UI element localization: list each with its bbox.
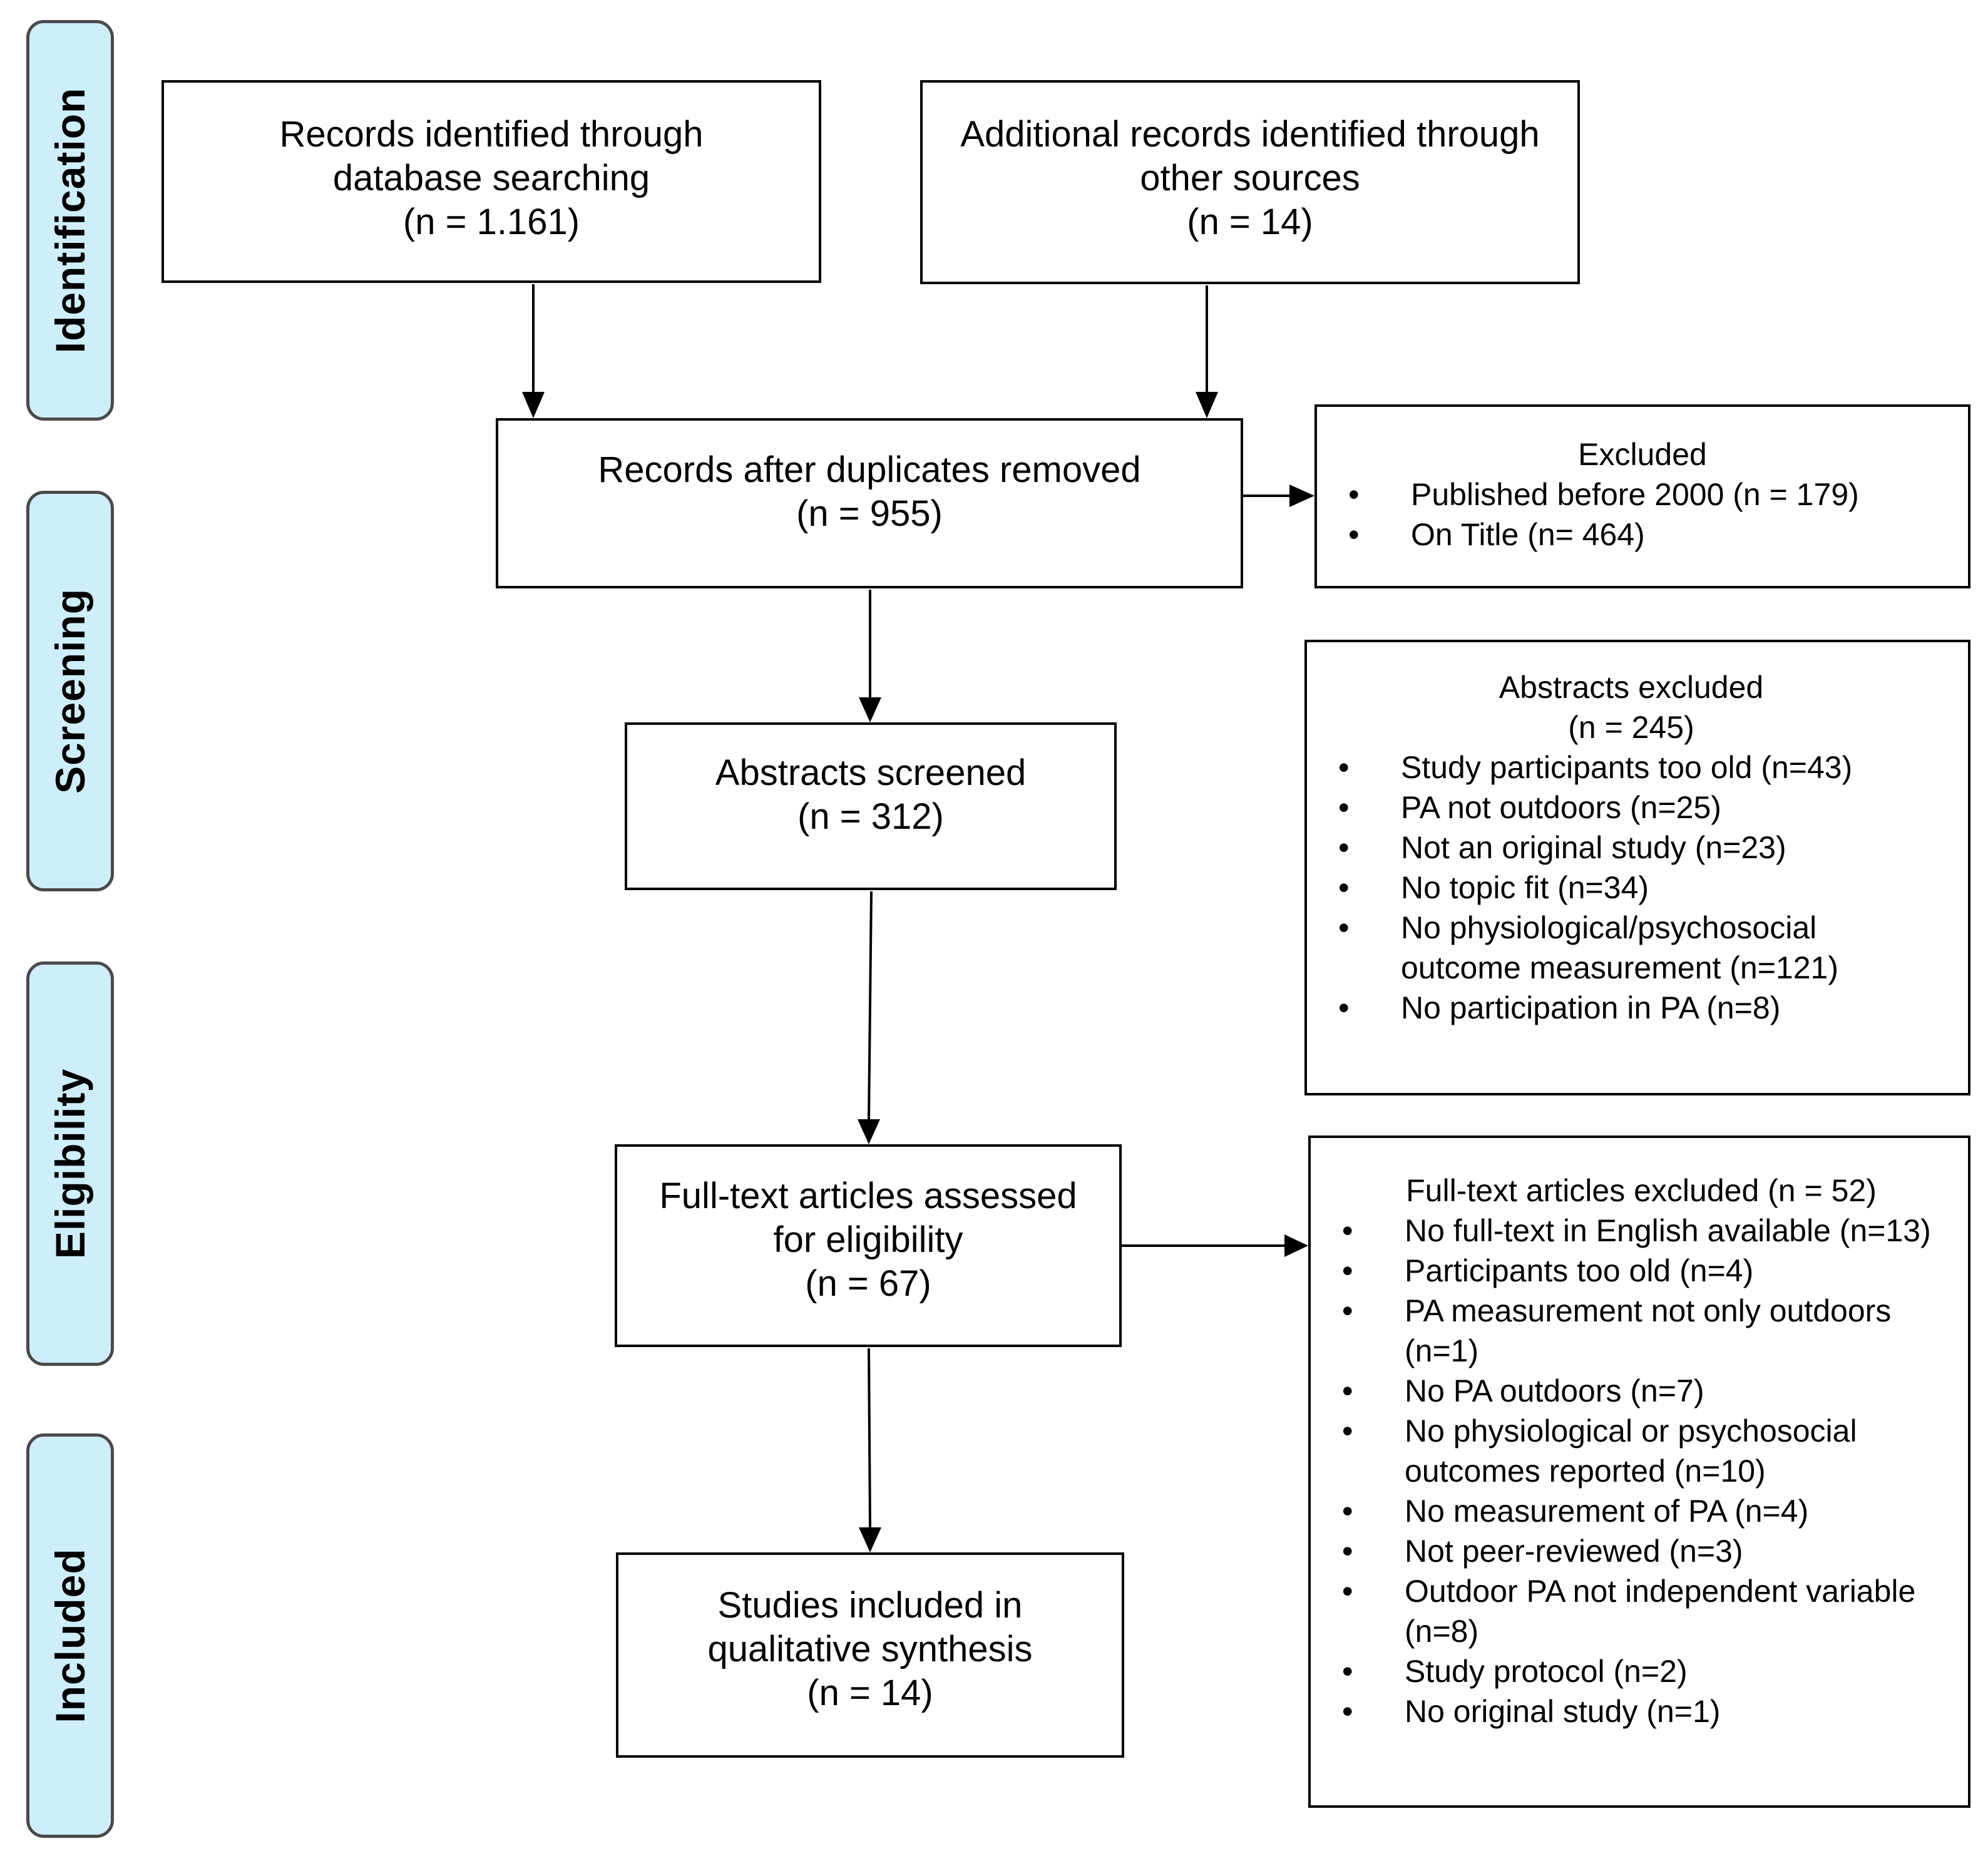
list-item: No topic fit (n=34): [1332, 868, 1930, 908]
database-records-box: Records identified through database sear…: [161, 80, 821, 283]
other-records-line2: other sources: [1140, 158, 1360, 198]
studies-included-line1: Studies included in: [717, 1585, 1023, 1626]
list-item: Outdoor PA not independent variable (n=8…: [1336, 1571, 1947, 1651]
list-item: Not an original study (n=23): [1332, 828, 1930, 868]
abstracts-excluded-list: Study participants too old (n=43) PA not…: [1332, 747, 1930, 1028]
arrowhead-other: [1196, 392, 1218, 418]
stage-screening: Screening: [26, 491, 114, 891]
stage-included-label: Included: [47, 1548, 93, 1723]
fulltext-excluded-list: No full-text in English available (n=13)…: [1336, 1211, 1947, 1731]
stage-included: Included: [26, 1433, 114, 1838]
arrowhead-database: [522, 392, 545, 418]
studies-included-line2: qualitative synthesis: [707, 1629, 1033, 1669]
list-item: No physiological/psychosocial outcome me…: [1332, 908, 1930, 988]
list-item: Study participants too old (n=43): [1332, 747, 1930, 787]
abstracts-screened-count: (n = 312): [797, 796, 944, 837]
list-item: PA not outdoors (n=25): [1332, 787, 1930, 828]
abstracts-screened-box: Abstracts screened (n = 312): [625, 722, 1117, 890]
other-records-box: Additional records identified through ot…: [920, 80, 1580, 284]
database-records-line2: database searching: [332, 158, 650, 198]
database-records-count: (n = 1.161): [402, 202, 580, 242]
list-item: On Title (n= 464): [1342, 515, 1943, 555]
arrow-fulltext-to-included: [868, 1348, 871, 1528]
stage-eligibility-label: Eligibility: [47, 1068, 93, 1259]
list-item: Published before 2000 (n = 179): [1342, 474, 1943, 515]
list-item: Study protocol (n=2): [1336, 1651, 1947, 1691]
arrowhead-fulltext-excluded: [1284, 1234, 1308, 1257]
fulltext-excluded-title: Full-text articles excluded (n = 52): [1406, 1173, 1877, 1208]
excluded-list: Published before 2000 (n = 179) On Title…: [1342, 474, 1943, 555]
list-item: Participants too old (n=4): [1336, 1251, 1947, 1291]
abstracts-excluded-box: Abstracts excluded (n = 245) Study parti…: [1304, 640, 1970, 1095]
after-duplicates-box: Records after duplicates removed (n = 95…: [496, 418, 1243, 588]
list-item: PA measurement not only outdoors (n=1): [1336, 1291, 1947, 1371]
abstracts-excluded-title: Abstracts excluded: [1499, 670, 1764, 705]
fulltext-assessed-line2: for eligibility: [773, 1219, 963, 1260]
fulltext-excluded-box: Full-text articles excluded (n = 52) No …: [1308, 1136, 1970, 1808]
fulltext-assessed-line1: Full-text articles assessed: [659, 1176, 1077, 1216]
stage-screening-label: Screening: [47, 588, 93, 794]
stage-identification-label: Identification: [47, 87, 93, 354]
stage-identification: Identification: [26, 20, 114, 421]
studies-included-count: (n = 14): [807, 1673, 933, 1713]
other-records-line1: Additional records identified through: [960, 114, 1540, 155]
fulltext-assessed-box: Full-text articles assessed for eligibil…: [615, 1144, 1122, 1347]
list-item: No original study (n=1): [1336, 1691, 1947, 1731]
arrow-abstracts-to-fulltext: [868, 891, 873, 1120]
arrowhead-excluded: [1289, 485, 1314, 507]
list-item: No full-text in English available (n=13): [1336, 1211, 1947, 1251]
list-item: No physiological or psychosocial outcome…: [1336, 1411, 1947, 1491]
after-duplicates-count: (n = 955): [796, 493, 943, 534]
list-item: No participation in PA (n=8): [1332, 988, 1930, 1028]
list-item: No measurement of PA (n=4): [1336, 1491, 1947, 1531]
list-item: No PA outdoors (n=7): [1336, 1371, 1947, 1411]
other-records-count: (n = 14): [1187, 202, 1313, 242]
studies-included-box: Studies included in qualitative synthesi…: [616, 1552, 1124, 1758]
stage-eligibility: Eligibility: [26, 961, 114, 1366]
database-records-line1: Records identified through: [279, 114, 704, 155]
abstracts-excluded-count: (n = 245): [1568, 710, 1694, 745]
arrowhead-included: [859, 1527, 881, 1552]
excluded-box: Excluded Published before 2000 (n = 179)…: [1314, 404, 1970, 588]
fulltext-assessed-count: (n = 67): [805, 1263, 931, 1304]
after-duplicates-line1: Records after duplicates removed: [598, 449, 1141, 490]
list-item: Not peer-reviewed (n=3): [1336, 1531, 1947, 1571]
arrowhead-abstracts: [859, 697, 881, 722]
excluded-title: Excluded: [1578, 437, 1707, 472]
abstracts-screened-line1: Abstracts screened: [715, 752, 1027, 793]
arrowhead-fulltext: [858, 1119, 880, 1144]
